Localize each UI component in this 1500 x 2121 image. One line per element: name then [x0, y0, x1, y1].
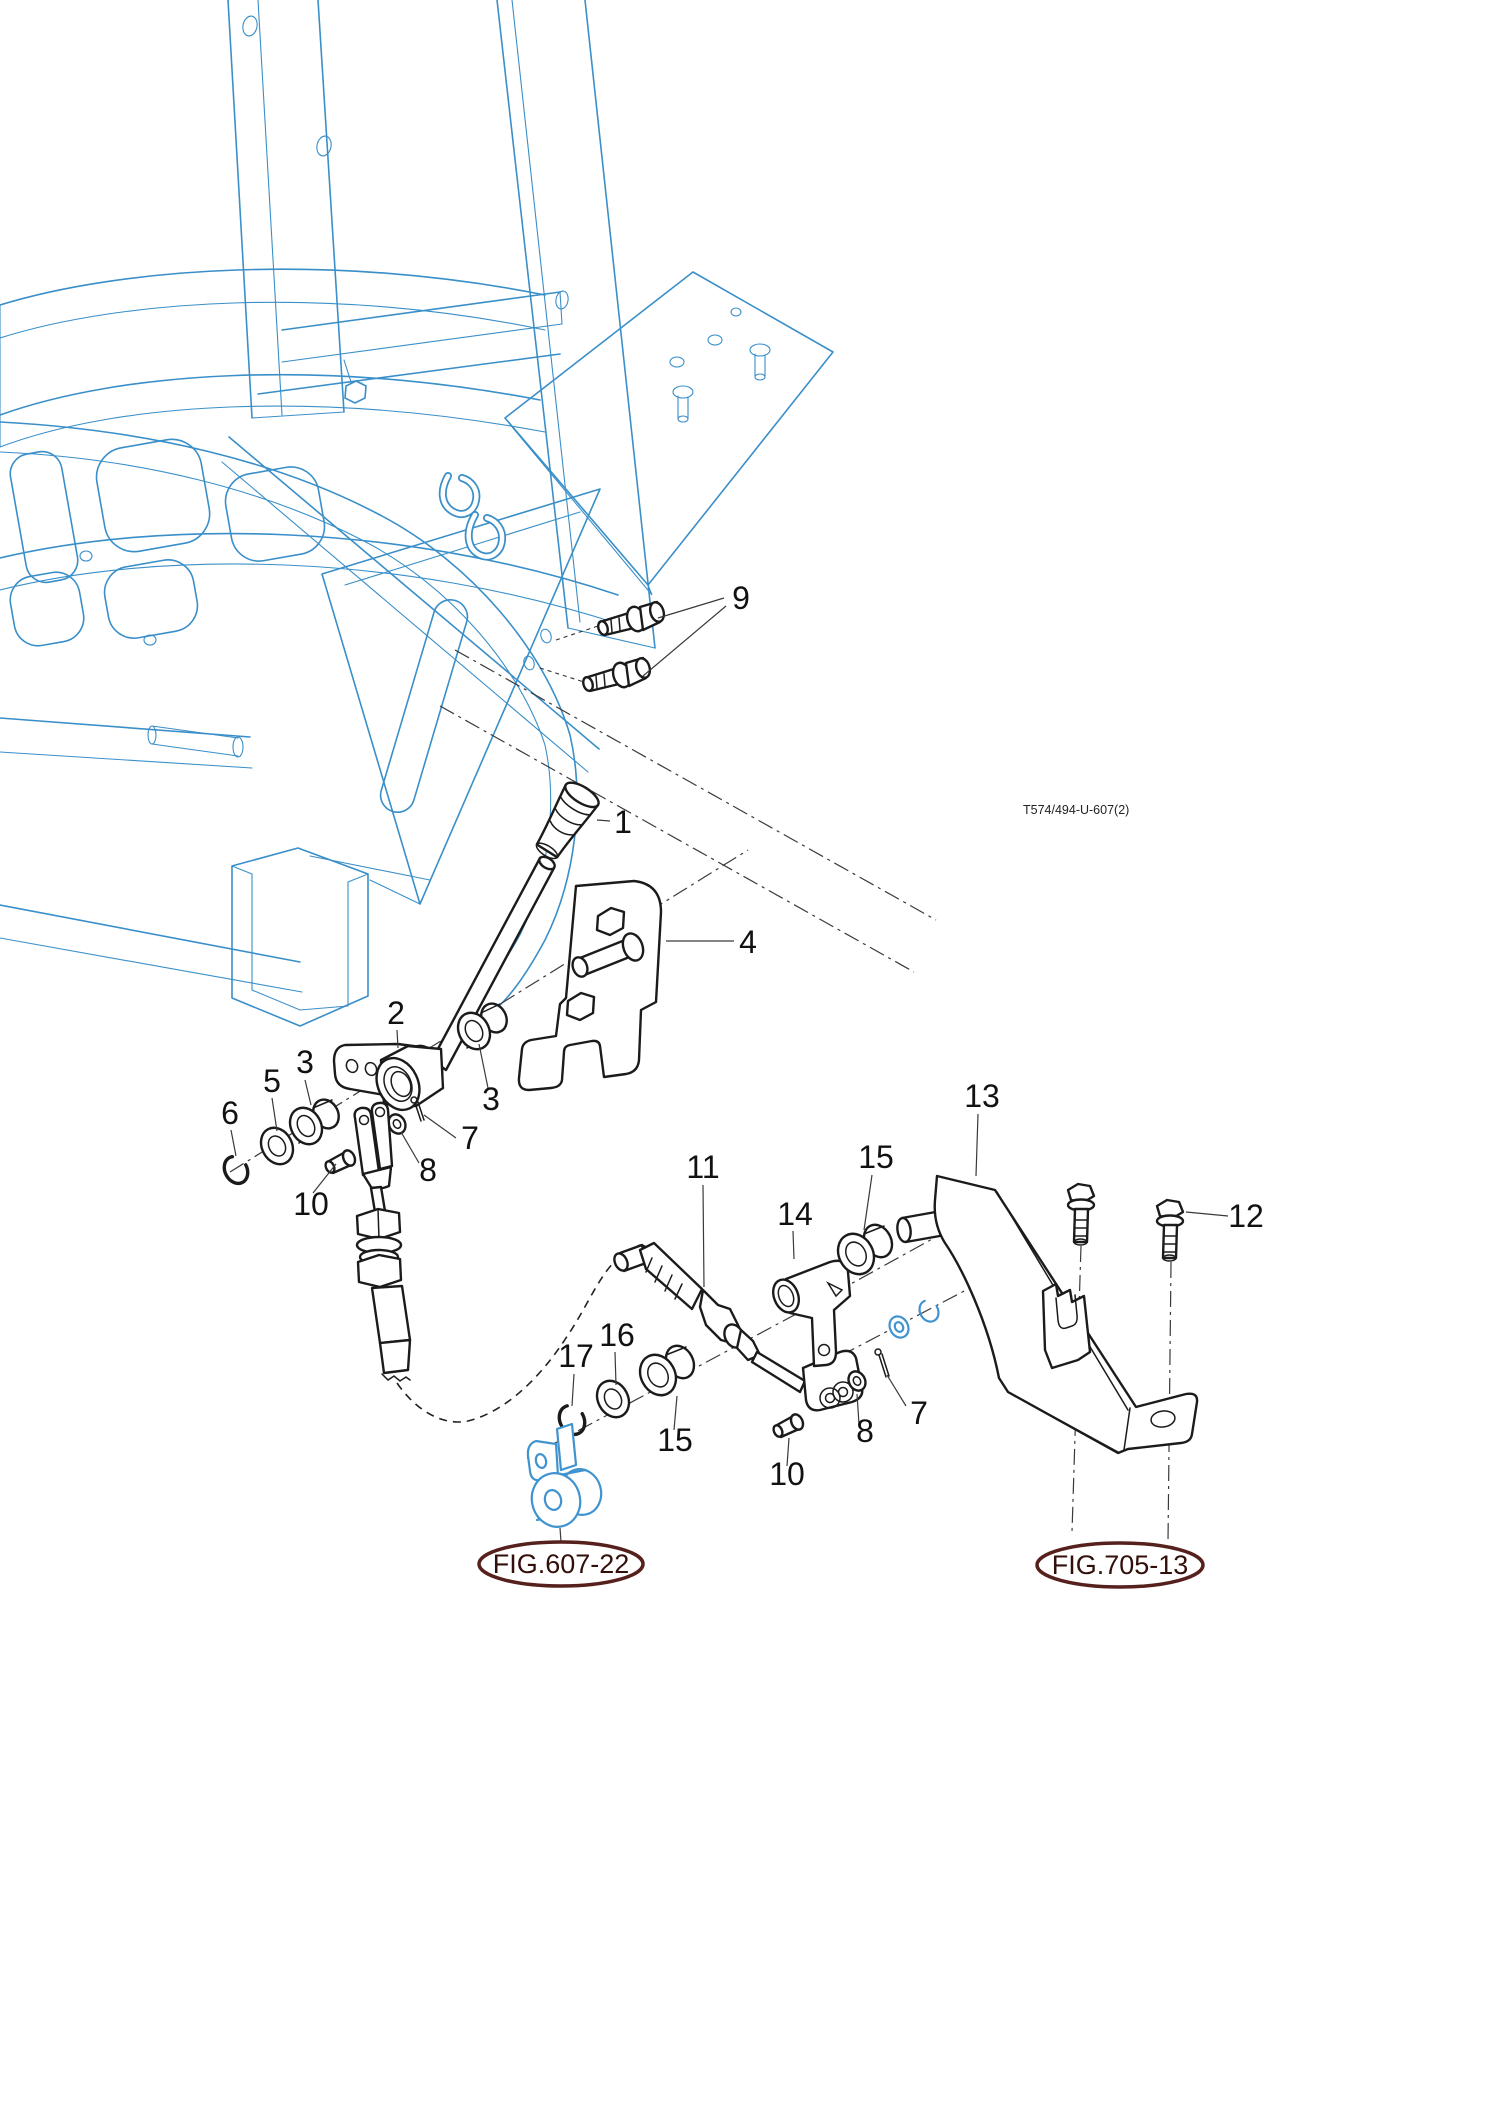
bolt-icon — [582, 656, 652, 693]
part-callout-13: 13 — [964, 1078, 1000, 1114]
part-17-snap-ring — [557, 1403, 587, 1437]
part-1-knob — [535, 781, 600, 860]
fender-top-rails — [0, 268, 546, 448]
part-callout-3: 3 — [482, 1081, 500, 1117]
part-callout-4: 4 — [739, 924, 757, 960]
part-10-pin-lower — [772, 1413, 805, 1439]
part-callout-14: 14 — [777, 1196, 813, 1232]
bolt-icon — [1155, 1198, 1185, 1262]
part-callout-6: 6 — [221, 1095, 239, 1131]
rops-post-left — [227, 0, 345, 419]
part-15-bushing-upper — [836, 1223, 894, 1276]
rops-leg-right — [496, 0, 656, 649]
part-callout-9: 9 — [732, 580, 750, 616]
accent-snap-ring — [918, 1299, 940, 1323]
part-10-pin-upper — [324, 1149, 357, 1175]
part-6-snap-ring — [222, 1154, 250, 1186]
wheel-arch — [0, 421, 578, 1017]
bolt-mount-holes — [523, 628, 552, 671]
part-callout-15: 15 — [858, 1139, 894, 1175]
part-3-bushing-right — [456, 1002, 508, 1051]
part-5-washer — [259, 1126, 295, 1166]
part-callout-8: 8 — [419, 1152, 437, 1188]
part-3-bushing-left — [288, 1098, 340, 1146]
cable-routing-curve — [396, 1256, 621, 1423]
figure-ref-607-22[interactable]: FIG.607-22 — [477, 1540, 645, 1588]
part-8-washer-lower — [847, 1370, 867, 1392]
drawing-reference-code: T574/494-U-607(2) — [1023, 803, 1129, 817]
accent-clamp — [526, 1422, 603, 1528]
figure-ref-705-13[interactable]: FIG.705-13 — [1035, 1541, 1205, 1589]
part-callout-8: 8 — [856, 1413, 874, 1449]
gusset-plate — [309, 488, 601, 905]
part-12-bolts — [1066, 1182, 1185, 1262]
bolt-icon — [597, 600, 666, 637]
accent-washer — [888, 1315, 910, 1339]
channel-foot — [231, 847, 369, 1027]
diagonal-brace — [221, 436, 600, 773]
side-rails — [0, 717, 303, 993]
part-callout-1: 1 — [614, 804, 632, 840]
part-callout-7: 7 — [461, 1120, 479, 1156]
part-7-cotter-pin-upper — [410, 1096, 425, 1122]
part-callout-2: 2 — [387, 995, 405, 1031]
fender-mid-rails — [0, 532, 623, 626]
part-callout-17: 17 — [558, 1338, 594, 1374]
part-4-bracket — [517, 879, 663, 1092]
chassis-wireframe — [0, 0, 834, 1027]
part-15-bushing-lower — [638, 1344, 696, 1397]
part-callout-5: 5 — [263, 1063, 281, 1099]
part-9-bolts — [582, 600, 666, 693]
part-callout-15: 15 — [657, 1422, 693, 1458]
part-14-bracket — [771, 1259, 852, 1368]
upper-cable-clevis — [353, 1101, 412, 1382]
j-hooks — [438, 472, 507, 561]
fender-slots — [9, 438, 326, 647]
part-11-cable — [613, 1241, 864, 1412]
figure-ref-label[interactable]: FIG.705-13 — [1052, 1550, 1189, 1580]
cross-shelf — [257, 291, 563, 404]
floor-plate — [504, 271, 834, 596]
bolt-icon — [1066, 1182, 1096, 1246]
part-callout-10: 10 — [769, 1456, 805, 1492]
part-16-washer — [595, 1379, 631, 1419]
part-callout-7: 7 — [910, 1395, 928, 1431]
part-callout-10: 10 — [293, 1186, 329, 1222]
part-callout-12: 12 — [1228, 1198, 1264, 1234]
part-callout-3: 3 — [296, 1044, 314, 1080]
part-13-bracket — [896, 1174, 1199, 1455]
part-callout-16: 16 — [599, 1317, 635, 1353]
part-7-cotter-pin-lower — [874, 1348, 890, 1378]
leader-lines — [230, 597, 1229, 1543]
part-callout-11: 11 — [686, 1149, 719, 1185]
figure-ref-label[interactable]: FIG.607-22 — [493, 1549, 630, 1579]
